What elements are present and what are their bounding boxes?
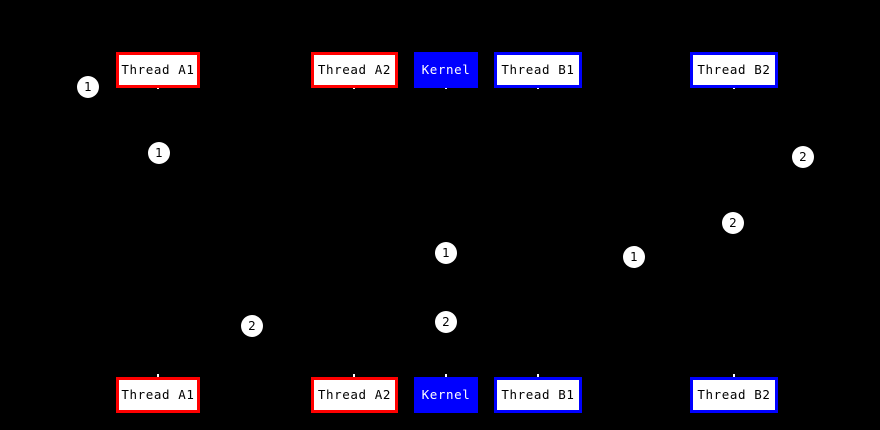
message-arrow-5: [354, 327, 446, 328]
sequence-badge-number: 1: [155, 146, 163, 160]
participant-label: Thread B2: [697, 61, 771, 77]
participant-label: Thread A1: [121, 386, 195, 402]
lifeline-kernel: [446, 88, 447, 377]
lifeline-stub-kernel-bottom: [445, 374, 447, 377]
sequence-badge-number: 1: [442, 246, 450, 260]
participant-thread-a1-bottom[interactable]: Thread A1: [116, 377, 200, 413]
message-arrowhead-5: [354, 323, 362, 331]
sequence-badge: 1: [623, 246, 645, 268]
participant-label: Thread B2: [697, 386, 771, 402]
participant-label: Thread B1: [501, 61, 575, 77]
participant-thread-a2-top[interactable]: Thread A2: [311, 52, 398, 88]
lifeline-thread-a1: [158, 88, 159, 377]
message-arrow-7: [538, 228, 734, 229]
sequence-badge: 2: [241, 315, 263, 337]
participant-thread-b1-top[interactable]: Thread B1: [494, 52, 582, 88]
sequence-badge: 1: [77, 76, 99, 98]
participant-thread-b2-top[interactable]: Thread B2: [690, 52, 778, 88]
lifeline-stub-thread-b2-bottom: [733, 374, 735, 377]
participant-label: Thread A1: [121, 61, 195, 77]
sequence-badge: 2: [435, 311, 457, 333]
participant-label: Kernel: [421, 386, 471, 402]
sequence-badge-number: 2: [799, 150, 807, 164]
message-arrowhead-8: [766, 158, 774, 166]
participant-label: Kernel: [421, 61, 471, 77]
lifeline-thread-b1: [538, 88, 539, 377]
sequence-badge: 2: [792, 146, 814, 168]
lifeline-stub-thread-a1-bottom: [157, 374, 159, 377]
lifeline-stub-thread-a2-bottom: [353, 374, 355, 377]
message-arrowhead-7: [538, 224, 546, 232]
sequence-badge-number: 2: [729, 216, 737, 230]
participant-thread-a2-bottom[interactable]: Thread A2: [311, 377, 398, 413]
participant-thread-b1-bottom[interactable]: Thread B1: [494, 377, 582, 413]
sequence-badge-number: 1: [630, 250, 638, 264]
participant-label: Thread B1: [501, 386, 575, 402]
sequence-badge: 2: [722, 212, 744, 234]
message-arrowhead-3: [346, 326, 354, 334]
message-arrow-1: [158, 96, 198, 97]
participant-label: Thread A2: [317, 61, 392, 77]
participant-thread-a1-top[interactable]: Thread A1: [116, 52, 200, 88]
participant-thread-b2-bottom[interactable]: Thread B2: [690, 377, 778, 413]
sequence-badge: 1: [435, 242, 457, 264]
sequence-badge-number: 2: [248, 319, 256, 333]
message-arrow-6: [446, 262, 538, 263]
message-arrowhead-1: [150, 92, 158, 100]
message-arrow-4: [354, 258, 446, 259]
message-arrow-2: [158, 160, 198, 161]
participant-label: Thread A2: [317, 386, 392, 402]
lifeline-stub-thread-b1-bottom: [537, 374, 539, 377]
participant-kernel-top[interactable]: Kernel: [414, 52, 478, 88]
participant-kernel-bottom[interactable]: Kernel: [414, 377, 478, 413]
sequence-badge: 1: [148, 142, 170, 164]
lifeline-thread-a2: [354, 88, 355, 377]
sequence-badge-number: 2: [442, 315, 450, 329]
message-arrow-8: [734, 162, 774, 163]
sequence-badge-number: 1: [84, 80, 92, 94]
